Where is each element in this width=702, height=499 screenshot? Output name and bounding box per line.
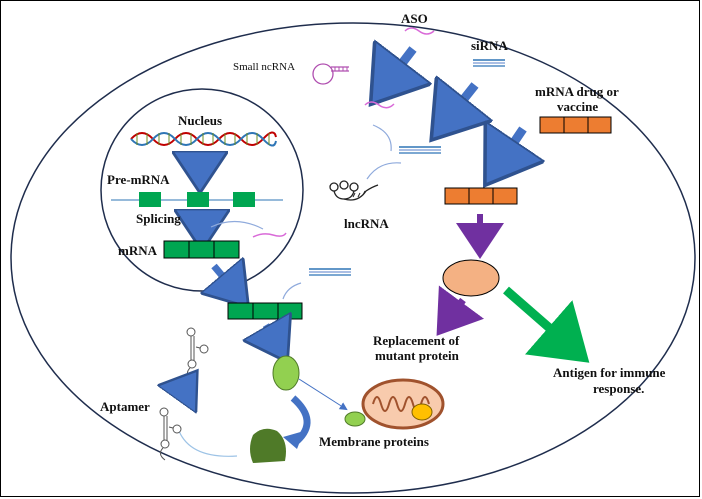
hairpin-rna-icon bbox=[312, 63, 349, 85]
label-replacement-1: Replacement of bbox=[373, 333, 460, 348]
sirna-duplex-cytoplasm bbox=[309, 268, 351, 276]
rna-strand-2 bbox=[366, 162, 402, 180]
aso-strand bbox=[404, 27, 435, 35]
aso-strand-inside bbox=[364, 101, 395, 109]
label-replacement-2: mutant protein bbox=[375, 348, 460, 363]
label-aso: ASO bbox=[401, 11, 428, 26]
folded-protein bbox=[250, 428, 286, 463]
rna-strand-1 bbox=[372, 124, 392, 152]
curved-arrow-folding-head bbox=[283, 431, 304, 449]
drug-protein bbox=[442, 259, 500, 297]
arrow-sirna bbox=[448, 85, 475, 119]
arrow-to-membrane bbox=[298, 378, 348, 411]
mitochondrion-icon bbox=[361, 378, 445, 430]
arrow-translation bbox=[266, 325, 277, 344]
pre-mrna-exon-2 bbox=[187, 192, 209, 207]
lncrna-icon bbox=[329, 180, 379, 201]
arrow-aptamer bbox=[177, 385, 187, 399]
label-aptamer: Aptamer bbox=[100, 399, 150, 414]
label-lncrna: lncRNA bbox=[344, 216, 389, 231]
arrow-aso bbox=[387, 49, 413, 83]
intron-pink bbox=[252, 232, 287, 238]
aptamer-icon-lower bbox=[159, 407, 182, 461]
label-membrane-proteins: Membrane proteins bbox=[319, 434, 429, 449]
label-mrna: mRNA bbox=[118, 243, 158, 258]
arrow-antigen bbox=[503, 286, 590, 363]
arrow-mrna-export bbox=[214, 266, 235, 291]
pre-mrna-exon-3 bbox=[233, 192, 255, 207]
cytoplasmic-mrna bbox=[227, 302, 303, 320]
arrow-mrna-drug bbox=[500, 129, 523, 163]
label-pre-mrna: Pre-mRNA bbox=[107, 172, 170, 187]
pre-mrna-exon-1 bbox=[139, 192, 161, 207]
label-small-ncrna: Small ncRNA bbox=[233, 61, 295, 73]
mature-mrna bbox=[163, 240, 240, 259]
rna-arc-bottom bbox=[178, 430, 238, 457]
label-splicing: Splicing bbox=[136, 211, 181, 226]
rna-strand-cytoplasm bbox=[282, 282, 302, 300]
label-antigen-2: response. bbox=[593, 381, 644, 396]
aptamer-icon bbox=[186, 327, 209, 381]
label-mrna-drug-1: mRNA drug or bbox=[535, 84, 619, 99]
sirna-duplex-outside bbox=[473, 59, 505, 67]
spliced-intron bbox=[210, 220, 264, 230]
arrow-replacement bbox=[436, 285, 484, 336]
dna-helix-icon bbox=[130, 131, 277, 147]
membrane-protein-small bbox=[344, 411, 366, 427]
label-sirna: siRNA bbox=[471, 38, 508, 53]
label-nucleus: Nucleus bbox=[178, 113, 222, 128]
cell-membrane bbox=[10, 22, 696, 494]
translated-protein bbox=[272, 355, 300, 391]
sirna-duplex-inside bbox=[399, 146, 441, 154]
mrna-drug-inside bbox=[444, 187, 518, 205]
label-mrna-drug-2: vaccine bbox=[557, 99, 598, 114]
mrna-drug-outside bbox=[539, 116, 612, 134]
label-antigen-1: Antigen for immune bbox=[553, 365, 666, 380]
